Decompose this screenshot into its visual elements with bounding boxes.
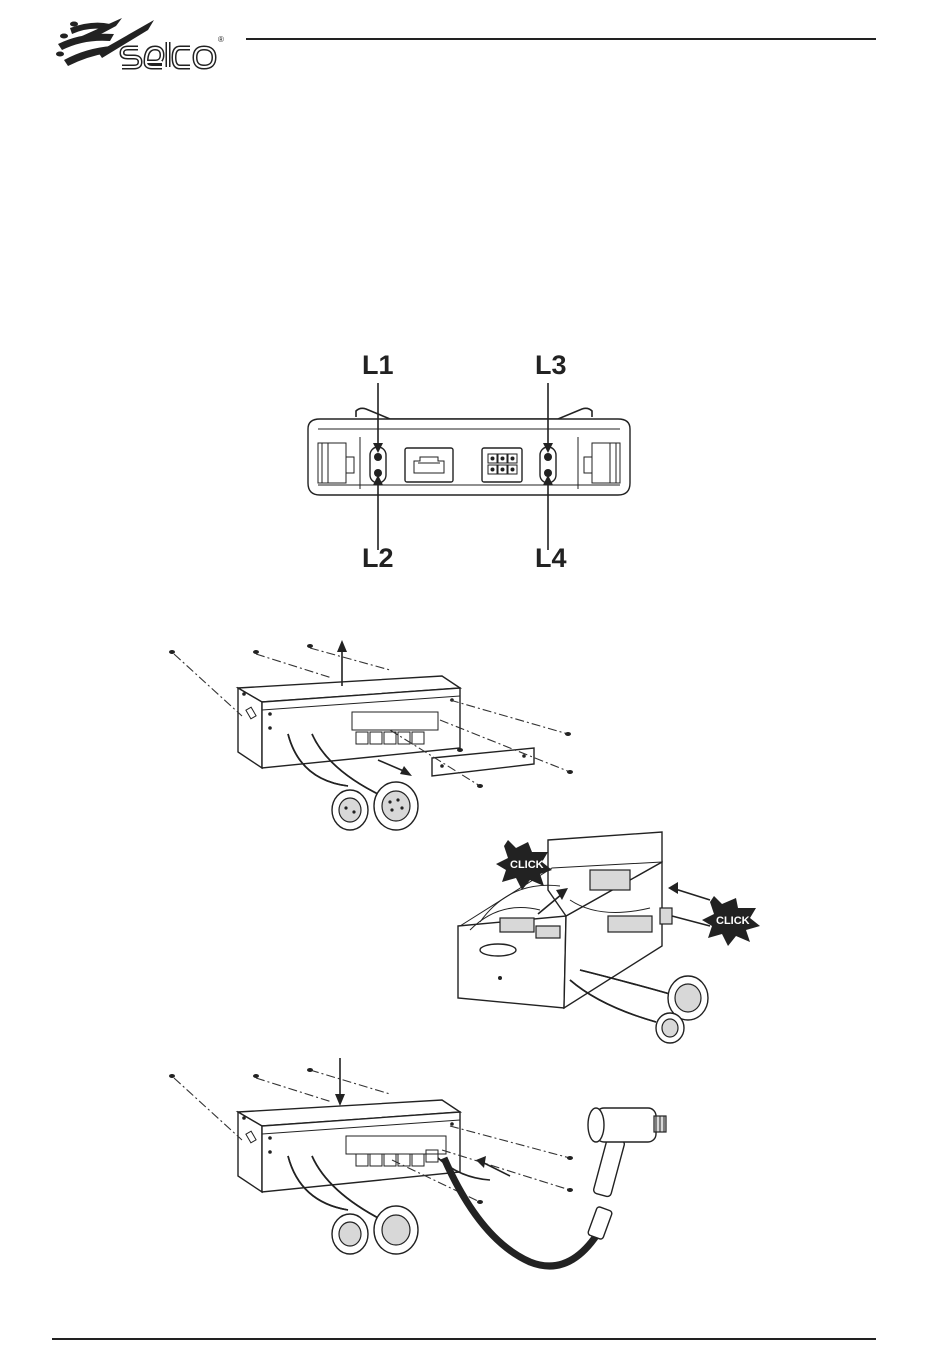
pulse-probe-icon — [587, 1108, 666, 1240]
footer-rule — [52, 1338, 876, 1340]
arrow-icon — [335, 1094, 345, 1106]
label-l4: L4 — [535, 543, 567, 573]
arrow-icon — [668, 882, 678, 894]
connector-plug-icon — [656, 976, 708, 1043]
click-burst-icon: CLICK — [702, 896, 760, 946]
arrow-icon — [476, 1156, 486, 1168]
internal-wiring-figure: CLICK CLICK — [440, 830, 780, 1050]
connector-plug-icon — [332, 1206, 418, 1254]
selco-logo-icon: ® — [52, 14, 242, 72]
click-label-2: CLICK — [716, 915, 750, 927]
label-l1: L1 — [362, 350, 394, 380]
connector-plug-icon — [332, 782, 418, 830]
arrow-icon — [400, 766, 412, 776]
arrow-icon — [337, 640, 347, 652]
remove-cover-figure — [160, 630, 600, 850]
close-cover-figure — [160, 1050, 700, 1280]
connector-panel-figure: L1 L2 L3 L4 — [300, 345, 640, 575]
label-l2: L2 — [362, 543, 394, 573]
click-burst-icon: CLICK — [496, 840, 552, 890]
led-l1 — [374, 453, 382, 461]
click-label-1: CLICK — [510, 859, 544, 871]
label-l3: L3 — [535, 350, 567, 380]
led-l3 — [544, 453, 552, 461]
header-rule — [246, 38, 876, 40]
registered-mark: ® — [218, 35, 224, 44]
brand-logo: selco ® — [52, 14, 242, 72]
